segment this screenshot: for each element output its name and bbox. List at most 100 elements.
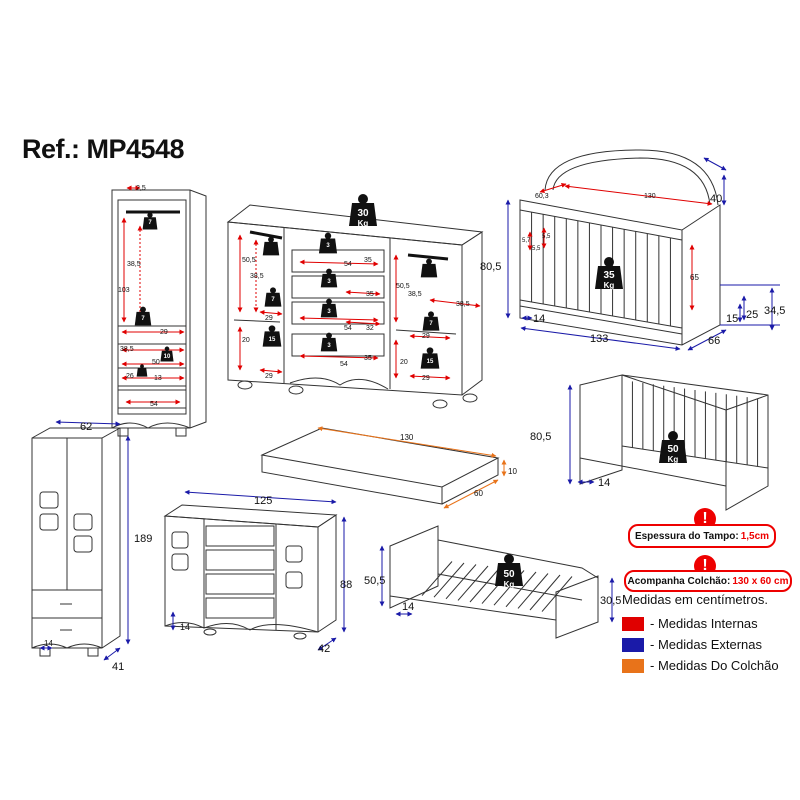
slat [445,564,477,600]
weight-unit: Kg [604,281,615,290]
closed-wardrobe-dim-labels: 62 189 14 41 [44,421,152,673]
mattress-dims [317,426,507,509]
weight-value: 7 [271,297,275,303]
dim-label: 13 [154,375,162,382]
slat [421,561,453,596]
slat [529,574,561,611]
slat [541,576,573,612]
toddler-bed-dim-labels: 80,5 14 [530,431,610,489]
dim-label: 30,5 [600,595,621,607]
slat [505,571,537,608]
mattress-value: 130 x 60 cm [732,575,789,587]
legend-label: - Medidas Internas [650,616,758,631]
dim-label: 88 [340,579,352,591]
legend-swatch-red [622,616,644,631]
slat [433,562,465,598]
dim-label: 38,5 [408,291,422,298]
weight-value: 50 [667,444,679,455]
legend-swatch-blue [622,637,644,652]
dim-label: 35 [364,355,372,362]
weight-value: 7 [141,316,145,322]
open-wardrobe [111,189,207,437]
slat [457,565,489,601]
single-bed-dims [379,545,615,623]
dim-label: 14 [44,639,53,648]
weight-unit: Kg [668,455,679,464]
crib [519,149,721,346]
dim-label: 20 [400,359,408,366]
reference-code: Ref.: MP4548 [22,134,185,164]
dim-label: 29 [265,315,273,322]
dim-label: 34,5 [764,305,785,317]
weight-unit: Kg [504,580,515,589]
open-dresser-internal-dims [237,234,481,381]
dim-label: 14 [180,622,190,632]
weight-value: 10 [164,354,171,360]
closed-dresser [163,504,338,640]
dim-label: 54 [150,401,158,408]
open-wardrobe-internal-dims [121,185,185,405]
legend-item-mattress: - Medidas Do Colchão [622,655,797,676]
dim-label: 29 [422,375,430,382]
dim-label: 5,5 [532,246,541,252]
dim-label: 10 [508,467,517,476]
open-wardrobe-weights [134,212,174,377]
dim-label: 62 [80,421,92,433]
dim-label: 50 [152,359,160,366]
dim-label: 80,5 [530,431,551,443]
dim-label: 60,3 [535,193,549,200]
dim-label: 50,5 [396,283,410,290]
mattress-label: Acompanha Colchão: [627,575,731,587]
dim-label: 41 [112,661,124,673]
dim-label: 35 [366,291,374,298]
mattress-included-callout: Acompanha Colchão: 130 x 60 cm [624,570,792,592]
dim-label: 14 [533,313,545,325]
crib-external-dims [505,157,780,351]
toddler-bed-dims [567,384,595,485]
legend-label: - Medidas Externas [650,637,762,652]
dim-label: 103 [118,287,130,294]
dim-label: 54 [340,361,348,368]
dim-label: 29 [265,373,273,380]
tampo-thickness-callout: Espessura do Tampo: 1,5cm [628,524,776,548]
mattress-dim-labels: 130 10 60 [400,433,517,498]
dim-label: 25 [746,309,758,321]
weight-value: 3 [327,279,331,285]
dim-label: 38,5 [120,346,134,353]
weight-value: 50 [503,569,515,580]
dim-label: 29 [160,329,168,336]
dim-label: 54 [344,325,352,332]
dim-label: 20 [242,337,250,344]
dim-label: 189 [134,533,152,545]
legend-swatch-orange [622,658,644,673]
slat [517,573,549,609]
open-wardrobe-dim-labels: 2,5 38,5 103 38,5 29 50 26 13 54 [118,185,168,408]
single-bed-slats [421,561,573,612]
weight-value: 35 [603,270,615,281]
dim-label: 5,5 [542,234,551,240]
dim-label: 14 [598,477,610,489]
dim-label: 60 [474,489,483,498]
closed-dresser-dims [170,489,347,651]
dim-label: 42 [318,643,330,655]
measurement-notes: Medidas em centímetros. - Medidas Intern… [622,592,797,676]
closed-dresser-dim-labels: 125 88 14 42 [180,495,352,655]
tampo-label: Espessura do Tampo: [634,530,739,542]
weight-value: 7 [148,220,152,226]
units-note: Medidas em centímetros. [622,592,768,607]
closed-wardrobe-dims [39,419,131,661]
dim-label: 125 [254,495,272,507]
dim-label: 40 [710,193,722,205]
closed-wardrobe [31,427,121,657]
crib-internal-dims [527,182,713,311]
weight-value: 15 [427,359,434,365]
weight-unit: Kg [358,219,369,228]
weight-value: 3 [326,243,330,249]
dim-label: 14 [402,601,414,613]
dim-label: 5,7 [522,238,531,244]
dim-label: 38,5 [456,301,470,308]
dim-label: 38,5 [127,261,141,268]
dim-label: 133 [590,333,608,345]
dim-label: 50,5 [364,575,385,587]
